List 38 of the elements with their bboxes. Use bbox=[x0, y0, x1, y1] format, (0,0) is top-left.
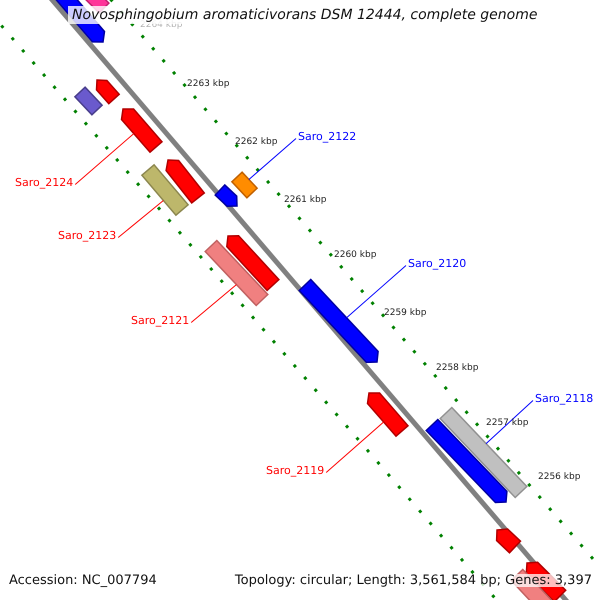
gene-label: Saro_2121 bbox=[131, 315, 190, 326]
tick-label: 2260 kbp bbox=[334, 251, 376, 260]
leader-line bbox=[74, 133, 134, 185]
tick-label: 2258 kbp bbox=[436, 364, 478, 373]
tick-label: 2263 kbp bbox=[187, 80, 230, 89]
gene-label: Saro_2120 bbox=[408, 258, 466, 269]
tick-label: 2257 kbp bbox=[486, 419, 528, 428]
gene-bar bbox=[165, 159, 206, 204]
leader-line bbox=[248, 138, 296, 180]
gene-label: Saro_2119 bbox=[266, 465, 324, 476]
tick-label: 2261 kbp bbox=[284, 196, 326, 205]
gene-label: Saro_2122 bbox=[298, 131, 356, 142]
gene-bar bbox=[425, 418, 508, 504]
gene-label: Saro_2123 bbox=[58, 230, 116, 241]
gene-bar bbox=[439, 406, 528, 499]
gene-label: Saro_2124 bbox=[15, 177, 74, 188]
leader-line bbox=[326, 422, 384, 473]
leader-line bbox=[190, 284, 237, 323]
gene-bar bbox=[96, 79, 120, 105]
tick-label: 2256 kbp bbox=[538, 473, 580, 482]
leader-line bbox=[346, 265, 406, 318]
gene-label: Saro_2118 bbox=[535, 393, 594, 404]
tick-label: 2264 kbp bbox=[140, 21, 182, 30]
gene-bar bbox=[496, 528, 522, 554]
gene-bar bbox=[140, 164, 190, 216]
gene-bar bbox=[74, 86, 104, 116]
gene-bar bbox=[230, 171, 258, 199]
gene-bar bbox=[366, 392, 410, 438]
gene-bar bbox=[298, 278, 379, 364]
gene-bar bbox=[214, 184, 238, 208]
gene-bar bbox=[204, 239, 269, 307]
leader-line bbox=[486, 400, 534, 444]
gene-bar bbox=[120, 108, 164, 154]
info-text: Topology: circular; Length: 3,561,584 bp; Genes: 3,397 bbox=[234, 574, 592, 587]
tick-label: 2262 kbp bbox=[235, 138, 278, 147]
leader-line bbox=[118, 200, 164, 238]
info-text: Accession: NC_007794 bbox=[9, 574, 157, 587]
gene-bar bbox=[226, 234, 280, 292]
